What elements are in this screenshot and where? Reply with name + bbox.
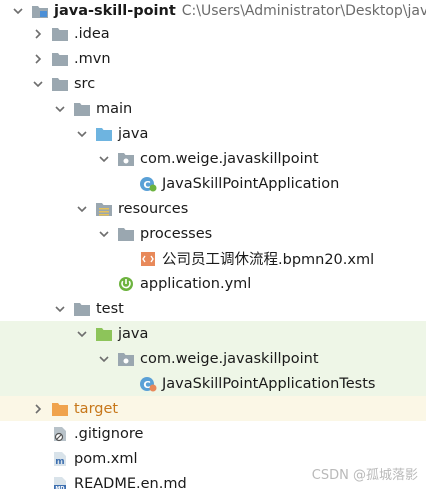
tree-row-main-class[interactable]: C JavaSkillPointApplication: [0, 171, 426, 196]
tree-label-mvn: .mvn: [74, 50, 111, 67]
chevron-down-icon[interactable]: [97, 227, 111, 241]
tree-row-gitignore[interactable]: .gitignore: [0, 421, 426, 446]
tree-label-test-java: java: [118, 325, 149, 342]
tree-row-mvn[interactable]: .mvn: [0, 46, 426, 71]
folder-icon: [51, 51, 69, 67]
test-class-icon: C: [139, 376, 157, 392]
package-icon: [117, 351, 135, 367]
tree-row-resources[interactable]: resources: [0, 196, 426, 221]
folder-icon: [73, 301, 91, 317]
test-source-folder-icon: [95, 326, 113, 342]
tree-label-main-java: java: [118, 125, 149, 142]
tree-row-project-root[interactable]: java-skill-point C:\Users\Administrator\…: [0, 0, 426, 23]
spring-config-icon: [117, 276, 135, 292]
tree-row-pom[interactable]: m pom.xml: [0, 446, 426, 471]
tree-row-src[interactable]: src: [0, 71, 426, 96]
folder-icon: [73, 101, 91, 117]
chevron-down-icon[interactable]: [75, 327, 89, 341]
tree-row-test-class[interactable]: C JavaSkillPointApplicationTests: [0, 371, 426, 396]
tree-row-main-java[interactable]: java: [0, 121, 426, 146]
spring-boot-class-icon: C: [139, 176, 157, 192]
tree-label-test-class: JavaSkillPointApplicationTests: [162, 375, 376, 392]
svg-text:MD: MD: [55, 486, 64, 489]
package-icon: [117, 151, 135, 167]
tree-label-application-yml: application.yml: [140, 275, 252, 292]
tree-label-test: test: [96, 300, 124, 317]
chevron-down-icon[interactable]: [53, 102, 67, 116]
folder-icon: [117, 226, 135, 242]
chevron-right-icon[interactable]: [31, 27, 45, 41]
svg-text:m: m: [55, 457, 64, 467]
excluded-folder-icon: [51, 401, 69, 417]
tree-label-pom: pom.xml: [74, 450, 138, 467]
maven-file-icon: m: [51, 451, 69, 467]
tree-label-idea: .idea: [74, 25, 110, 42]
tree-label-main-class: JavaSkillPointApplication: [162, 175, 340, 192]
chevron-down-icon[interactable]: [75, 202, 89, 216]
resources-folder-icon: [95, 201, 113, 217]
tree-row-test-java[interactable]: java: [0, 321, 426, 346]
folder-icon: [51, 26, 69, 42]
tree-label-resources: resources: [118, 200, 189, 217]
tree-row-test[interactable]: test: [0, 296, 426, 321]
tree-label-target: target: [74, 400, 119, 417]
module-folder-icon: [31, 3, 49, 19]
tree-label-processes: processes: [140, 225, 213, 242]
tree-row-idea[interactable]: .idea: [0, 21, 426, 46]
chevron-down-icon[interactable]: [97, 352, 111, 366]
chevron-right-icon[interactable]: [31, 52, 45, 66]
tree-row-processes[interactable]: processes: [0, 221, 426, 246]
tree-row-main-package[interactable]: com.weige.javaskillpoint: [0, 146, 426, 171]
tree-label-main: main: [96, 100, 133, 117]
tree-label-test-package: com.weige.javaskillpoint: [140, 350, 319, 367]
tree-row-test-package[interactable]: com.weige.javaskillpoint: [0, 346, 426, 371]
tree-row-application-yml[interactable]: application.yml: [0, 271, 426, 296]
tree-label-src: src: [74, 75, 96, 92]
tree-row-target[interactable]: target: [0, 396, 426, 421]
tree-label-readme: README.en.md: [74, 475, 187, 489]
chevron-down-icon[interactable]: [97, 152, 111, 166]
gitignore-file-icon: [51, 426, 69, 442]
source-folder-icon: [95, 126, 113, 142]
chevron-down-icon[interactable]: [11, 4, 25, 18]
xml-file-icon: [139, 251, 157, 267]
markdown-file-icon: MD: [51, 476, 69, 489]
chevron-down-icon[interactable]: [75, 127, 89, 141]
tree-label-bpmn-file: 公司员工调休流程.bpmn20.xml: [162, 252, 375, 268]
chevron-right-icon[interactable]: [31, 402, 45, 416]
tree-row-bpmn-file[interactable]: 公司员工调休流程.bpmn20.xml: [0, 246, 426, 271]
chevron-down-icon[interactable]: [31, 77, 45, 91]
tree-label-gitignore: .gitignore: [74, 425, 144, 442]
tree-row-main[interactable]: main: [0, 96, 426, 121]
project-name: java-skill-point: [54, 2, 176, 19]
svg-text:C: C: [143, 380, 150, 391]
folder-icon: [51, 76, 69, 92]
tree-label-main-package: com.weige.javaskillpoint: [140, 150, 319, 167]
watermark: CSDN @孤城落影: [311, 468, 418, 483]
tree-row-readme[interactable]: MD README.en.md: [0, 471, 426, 489]
project-path: C:\Users\Administrator\Desktop\jav: [181, 2, 426, 19]
svg-text:C: C: [143, 180, 150, 191]
chevron-down-icon[interactable]: [53, 302, 67, 316]
